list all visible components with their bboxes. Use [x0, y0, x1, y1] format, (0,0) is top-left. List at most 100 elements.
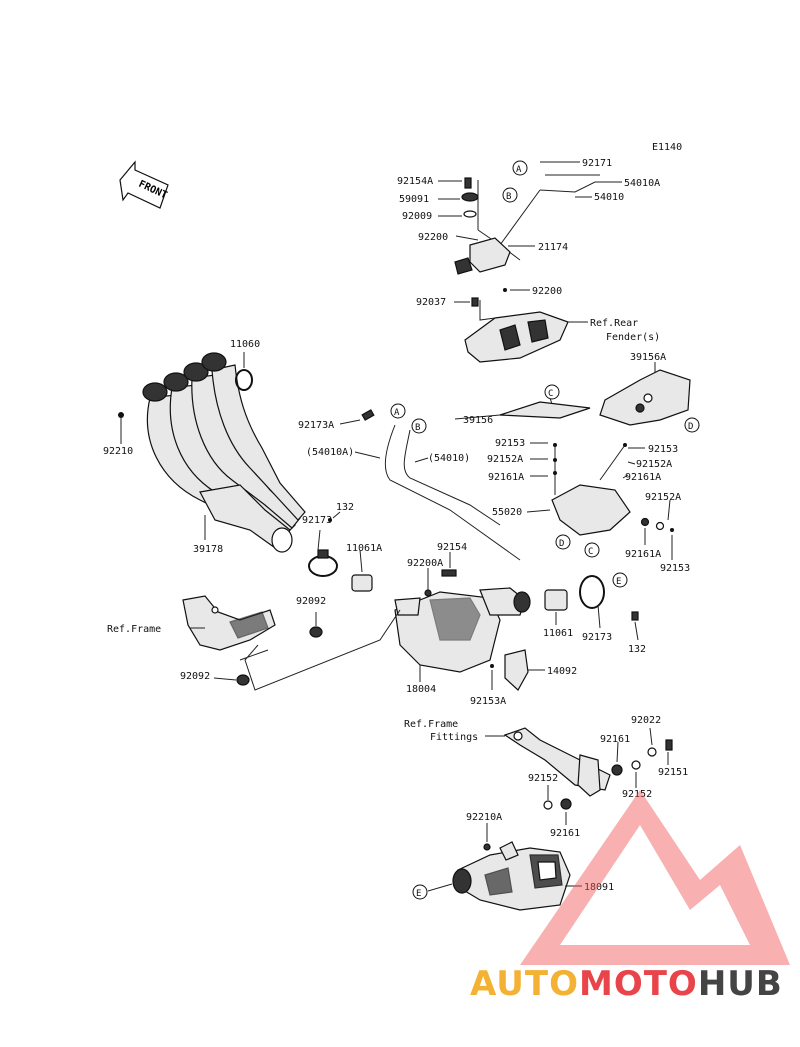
callout-D-upper: D — [684, 417, 700, 433]
svg-text:A: A — [394, 408, 400, 418]
bolt-92151 — [665, 739, 673, 751]
label-92152A-a: 92152A — [487, 454, 523, 465]
label-92200A: 92200A — [407, 558, 443, 569]
callout-A-top: A — [512, 160, 528, 176]
actuator-21174 — [469, 237, 511, 273]
label-18091: 18091 — [584, 882, 614, 893]
label-21174: 21174 — [538, 242, 568, 253]
gasket-11060 — [235, 369, 253, 391]
front-arrow-icon: FRONT — [119, 160, 169, 209]
label-11061: 11061 — [543, 628, 573, 639]
label-92022: 92022 — [631, 715, 661, 726]
bolt-92154 — [441, 569, 457, 577]
ref-rear-fender-line2: Fender(s) — [606, 332, 660, 343]
ref-fittings-line1: Ref.Frame — [404, 719, 458, 730]
ref-fittings-line2: Fittings — [430, 732, 478, 743]
control-cables — [361, 409, 521, 561]
label-92173A: 92173A — [298, 420, 334, 431]
label-132-a: 132 — [336, 502, 354, 513]
svg-text:B: B — [415, 423, 420, 433]
callout-E-upper: E — [612, 572, 628, 588]
callout-E-lower: E — [412, 884, 428, 900]
label-55020: 55020 — [492, 507, 522, 518]
label-92152A-b: 92152A — [636, 459, 672, 470]
label-92161-a: 92161 — [600, 734, 630, 745]
label-92037: 92037 — [416, 297, 446, 308]
label-92153-b: 92153 — [648, 444, 678, 455]
label-92152-a: 92152 — [622, 789, 652, 800]
bolt-92154A — [464, 177, 472, 189]
callout-D-lower: D — [555, 534, 571, 550]
svg-text:D: D — [688, 422, 693, 432]
label-39156A: 39156A — [630, 352, 666, 363]
callout-B-mid: B — [411, 418, 427, 434]
washer-92152-a — [631, 760, 641, 770]
bolt-132-a — [328, 518, 332, 522]
gasket-11061 — [544, 589, 568, 611]
label-11060: 11060 — [230, 339, 260, 350]
label-54010A-top: 54010A — [624, 178, 660, 189]
label-92210: 92210 — [103, 446, 133, 457]
collar-92009 — [463, 210, 477, 218]
label-54010-mid: (54010) — [428, 453, 470, 464]
label-92173-a: 92173 — [302, 515, 332, 526]
label-92153-a: 92153 — [495, 438, 525, 449]
watermark-text: AUTOMOTOHUB — [470, 964, 783, 1004]
callout-A-mid: A — [390, 403, 406, 419]
label-11061A: 11061A — [346, 543, 382, 554]
damper-92092-a — [309, 626, 323, 638]
bolt-92210A — [483, 843, 491, 851]
bolt-92037 — [471, 297, 479, 307]
svg-text:B: B — [506, 192, 511, 202]
exhaust-valve-actuator-group — [454, 161, 612, 363]
svg-text:C: C — [588, 547, 593, 557]
label-92153A: 92153A — [470, 696, 506, 707]
heat-guard-55020 — [551, 484, 631, 536]
washer-92022 — [647, 747, 657, 757]
bolt-92153A — [490, 664, 494, 668]
label-92173-b: 92173 — [582, 632, 612, 643]
svg-text:E: E — [416, 889, 421, 899]
label-92200-b: 92200 — [532, 286, 562, 297]
guard-14092 — [504, 649, 529, 691]
label-92161A-c: 92161A — [625, 549, 661, 560]
bolt-132-b — [631, 611, 639, 621]
diagram-code: E1140 — [652, 142, 682, 153]
label-92153-c: 92153 — [660, 563, 690, 574]
label-39156: 39156 — [463, 415, 493, 426]
svg-text:A: A — [516, 165, 522, 175]
damper-92092-b — [236, 674, 250, 686]
watermark-moto: MOTO — [579, 964, 698, 1004]
ref-rear-fender-line1: Ref.Rear — [590, 318, 638, 329]
frame-reference — [182, 595, 276, 651]
label-92171: 92171 — [582, 158, 612, 169]
watermark-auto: AUTO — [470, 964, 579, 1004]
label-54010-top: 54010 — [594, 192, 624, 203]
label-14092: 14092 — [547, 666, 577, 677]
label-92152A-c: 92152A — [645, 492, 681, 503]
label-92092-b: 92092 — [180, 671, 210, 682]
watermark-hub: HUB — [698, 964, 783, 1004]
grommet-59091 — [461, 192, 479, 202]
washer-92152-b — [543, 800, 553, 810]
label-92009: 92009 — [402, 211, 432, 222]
label-92161-b: 92161 — [550, 828, 580, 839]
nut-92200A — [424, 589, 432, 597]
bolt-92210 — [118, 412, 124, 418]
exhaust-header-pipes-39178 — [142, 352, 306, 553]
label-92161A-b: 92161A — [625, 472, 661, 483]
svg-text:C: C — [548, 389, 553, 399]
label-59091: 59091 — [399, 194, 429, 205]
label-132-b: 132 — [628, 644, 646, 655]
clamp-92173 — [308, 549, 338, 577]
watermark-logo — [520, 790, 790, 965]
cover-39156 — [499, 401, 591, 419]
svg-text:D: D — [559, 539, 564, 549]
muffler-chamber-18004 — [394, 587, 531, 673]
label-92151: 92151 — [658, 767, 688, 778]
label-54010A-mid: (54010A) — [306, 447, 354, 458]
svg-text:E: E — [616, 577, 621, 587]
gasket-11061A — [351, 574, 373, 592]
clamp-92173-b — [579, 575, 605, 609]
